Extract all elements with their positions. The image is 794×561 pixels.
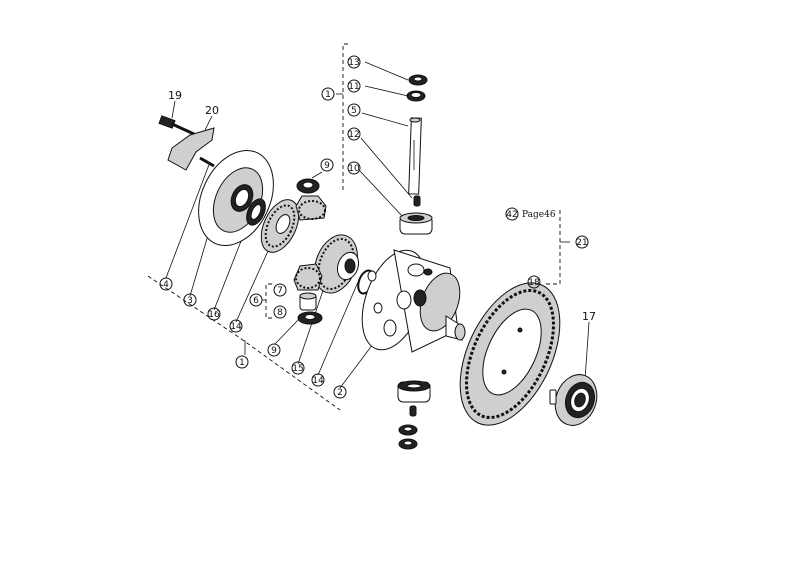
group-bracket-1-bottom [147, 275, 341, 411]
callout-1-top: 1 [321, 87, 335, 101]
label-14-left: 14 [230, 322, 242, 332]
callout-5: 5 [347, 103, 361, 117]
page-reference: Page46 [522, 210, 556, 220]
label-16: 16 [208, 310, 220, 320]
callout-14-right: 14 [311, 373, 325, 387]
part-14-side-gear-left [260, 199, 300, 253]
part-9-washer-top [296, 178, 320, 194]
callout-16: 16 [207, 307, 221, 321]
part-10-pinion-gear-top [295, 195, 327, 221]
part-13-clip-top [408, 74, 428, 86]
part-10-bearing-top [399, 212, 433, 235]
part-bearing-bottom [397, 380, 431, 403]
label-19: 19 [168, 89, 182, 102]
part-7-pinion-gear-bottom [293, 263, 323, 291]
label-21: 21 [576, 238, 587, 248]
part-17-bearing [549, 374, 598, 426]
callout-4: 4 [159, 277, 173, 291]
label-3: 3 [187, 296, 193, 306]
callout-3: 3 [183, 293, 197, 307]
callout-8: 8 [273, 305, 287, 319]
part-15-side-gear-right [314, 234, 360, 294]
group-bracket-6 [262, 283, 272, 319]
part-2-differential-case [361, 249, 466, 353]
part-8-spacer [299, 292, 317, 311]
group-bracket-1-top [336, 43, 348, 190]
part-18-ring-gear [459, 282, 561, 426]
part-seal-bottom [398, 424, 418, 436]
label-20: 20 [205, 104, 219, 117]
callout-42: 42 Page46 [505, 207, 556, 221]
label-13: 13 [348, 58, 359, 68]
label-12: 12 [348, 130, 359, 140]
label-1-top: 1 [325, 90, 331, 100]
callout-9-bottom: 9 [267, 343, 281, 357]
part-12-pin [413, 195, 421, 207]
label-15: 15 [292, 364, 303, 374]
label-17: 17 [582, 310, 596, 323]
part-clip-bottom [398, 438, 418, 450]
callout-12: 12 [347, 127, 361, 141]
callout-2: 2 [333, 385, 347, 399]
callout-1-bottom: 1 [235, 355, 249, 369]
label-42: 42 [506, 210, 517, 220]
label-5: 5 [351, 106, 357, 116]
callout-10-top: 10 [347, 161, 361, 175]
part-11-seal-top [406, 90, 426, 102]
part-9-washer-bottom [297, 311, 323, 325]
label-10-top: 10 [348, 164, 360, 174]
label-1-bottom: 1 [239, 358, 245, 368]
callout-18: 18 [527, 275, 541, 289]
part-pin-bottom [409, 405, 417, 417]
callout-13: 13 [347, 55, 361, 69]
leader-lines [165, 61, 590, 389]
label-11: 11 [348, 82, 359, 92]
label-2: 2 [337, 388, 343, 398]
callout-11: 11 [347, 79, 361, 93]
label-9-bottom: 9 [271, 346, 277, 356]
callout-14-left: 14 [229, 319, 243, 333]
callout-7: 7 [273, 283, 287, 297]
callout-6: 6 [249, 293, 263, 307]
label-9-top: 9 [324, 161, 330, 171]
part-16-thrust-washer [246, 198, 266, 226]
part-20-lock-plate [167, 127, 215, 171]
part-5-pinion-shaft [408, 117, 422, 195]
label-18: 18 [528, 278, 540, 288]
callout-21: 21 [575, 235, 589, 249]
label-4: 4 [163, 280, 169, 290]
label-14-right: 14 [312, 376, 324, 386]
callout-9-top: 9 [320, 158, 334, 172]
part-19-bolt [158, 115, 195, 136]
group-bracket-21 [545, 210, 570, 285]
label-8: 8 [277, 308, 283, 318]
label-7: 7 [277, 286, 283, 296]
label-6: 6 [253, 296, 259, 306]
callout-15: 15 [291, 361, 305, 375]
